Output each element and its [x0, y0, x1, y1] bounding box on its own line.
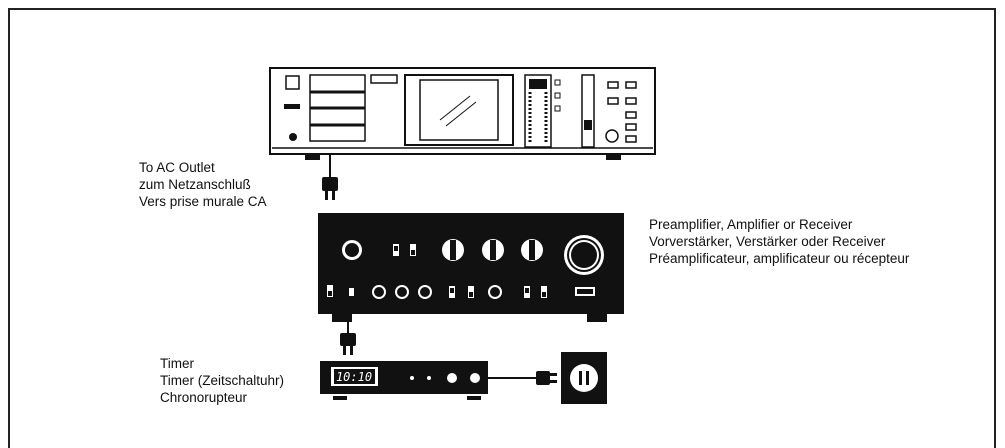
wall-outlet-icon — [561, 352, 607, 404]
deck-right-buttons — [605, 81, 637, 143]
cassette-window — [404, 74, 514, 146]
amplifier-label-fr: Préamplificateur, amplificateur ou récep… — [649, 251, 910, 266]
timer-label-de: Timer (Zeitschaltuhr) — [160, 373, 285, 388]
timer-power-cord — [488, 371, 557, 385]
transport-keys — [309, 74, 366, 142]
connection-diagram: 10:10 — [269, 67, 656, 404]
level-meter — [524, 74, 561, 148]
timer-label-en: Timer — [160, 356, 194, 371]
amplifier-label-en: Preamplifier, Amplifier or Receiver — [649, 217, 853, 232]
deck-slider — [581, 74, 595, 148]
cassette-deck — [269, 67, 656, 160]
ac-outlet-label: To AC Outlet zum Netzanschluß Vers prise… — [139, 159, 267, 210]
amplifier-label: Preamplifier, Amplifier or Receiver Vorv… — [649, 216, 909, 267]
timer-display-text: 10:10 — [336, 370, 372, 384]
deck-foot-left — [305, 154, 320, 160]
amplifier-label-de: Vorverstärker, Verstärker oder Receiver — [649, 234, 886, 249]
power-switch — [285, 75, 300, 90]
deck-foot-right — [606, 154, 621, 160]
ac-outlet-label-de: zum Netzanschluß — [139, 177, 251, 192]
timer-label-fr: Chronorupteur — [160, 390, 248, 405]
amplifier — [318, 213, 624, 322]
timer-label: Timer Timer (Zeitschaltuhr) Chronorupteu… — [160, 355, 284, 406]
ac-outlet-label-en: To AC Outlet — [139, 160, 215, 175]
ac-outlet-label-fr: Vers prise murale CA — [139, 194, 267, 209]
deck-power-plug — [322, 154, 338, 200]
timer-unit: 10:10 — [320, 361, 488, 400]
headphone-jack — [289, 133, 297, 141]
amp-power-plug — [340, 322, 356, 355]
diagram-frame — [8, 8, 996, 448]
